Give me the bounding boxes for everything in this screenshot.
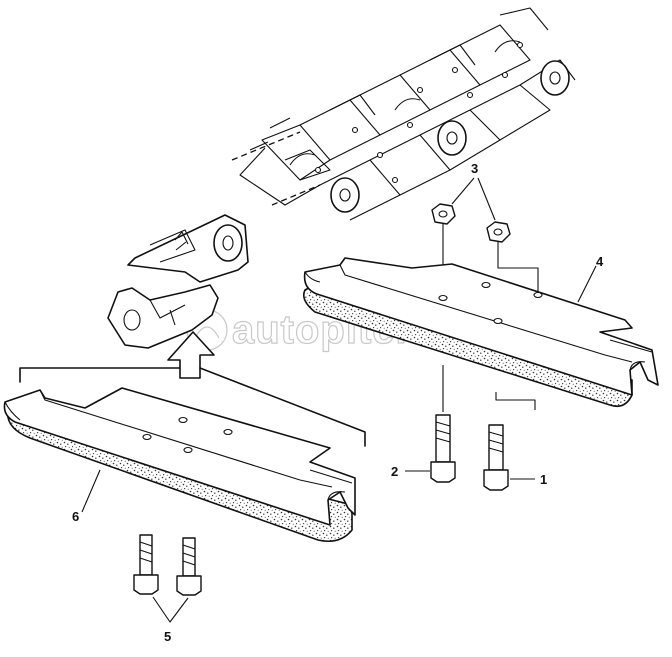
callout-6: 6: [72, 509, 79, 524]
track-shoe-right: [302, 257, 659, 408]
bolt-guide-lines: [442, 365, 536, 412]
nut-right: [486, 221, 511, 243]
callout-1: 1: [540, 472, 547, 487]
callout-4: 4: [596, 254, 604, 269]
assembly-arrow-icon: [167, 331, 215, 379]
track-chain-assembly: [231, 7, 576, 221]
link-clamp: [107, 214, 249, 349]
callout-5: 5: [164, 629, 171, 644]
leader-line-6: [81, 469, 101, 513]
leader-line-3: [451, 177, 496, 221]
bracket-line: [19, 367, 366, 447]
leader-line-4: [577, 265, 597, 303]
leader-line-5: [152, 596, 189, 623]
callout-2: 2: [391, 464, 398, 479]
bolt-2: [430, 414, 456, 483]
track-shoe-left: [3, 387, 356, 543]
nut-left: [431, 203, 456, 225]
callout-3: 3: [471, 161, 478, 176]
bolt-1: [483, 424, 509, 491]
bolt-5-left: [133, 534, 159, 595]
bolt-5-right: [176, 537, 202, 596]
